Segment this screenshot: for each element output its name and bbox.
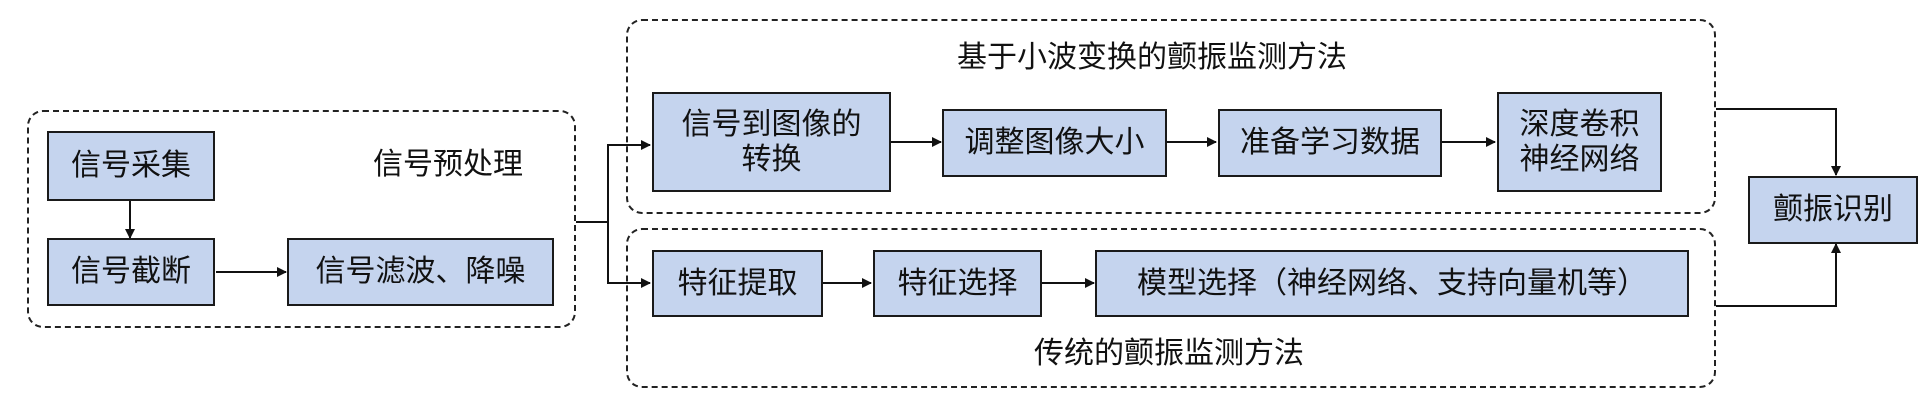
node-signal-acquisition-label: 信号采集: [71, 148, 191, 184]
preprocess-group-title: 信号预处理: [373, 147, 523, 182]
preprocess-group: [27, 110, 576, 328]
node-feature-extraction-label: 特征提取: [677, 265, 798, 301]
node-chatter-recognition: 颤振识别: [1748, 176, 1918, 244]
node-signal-acquisition: 信号采集: [47, 131, 215, 201]
node-signal-filtering-label: 信号滤波、降噪: [315, 254, 526, 290]
node-signal-to-image-line1: 信号到图像的: [681, 106, 862, 142]
wavelet-group-title: 基于小波变换的颤振监测方法: [957, 40, 1347, 75]
node-cnn: 深度卷积 神经网络: [1497, 92, 1662, 192]
node-feature-selection-label: 特征选择: [897, 265, 1018, 301]
node-signal-filtering: 信号滤波、降噪: [287, 238, 554, 306]
node-feature-extraction: 特征提取: [652, 250, 823, 317]
node-chatter-recognition-label: 颤振识别: [1773, 192, 1893, 228]
node-signal-truncation-label: 信号截断: [71, 254, 191, 290]
node-signal-to-image-line2: 转换: [741, 142, 802, 177]
node-model-selection: 模型选择（神经网络、支持向量机等）: [1095, 250, 1689, 317]
wavelet-group: [626, 19, 1716, 214]
node-resize-image: 调整图像大小: [942, 109, 1167, 177]
node-resize-image-label: 调整图像大小: [964, 125, 1145, 161]
node-signal-truncation: 信号截断: [47, 238, 215, 306]
node-cnn-line1: 深度卷积: [1519, 106, 1640, 142]
node-feature-selection: 特征选择: [873, 250, 1042, 317]
traditional-group: [626, 228, 1716, 388]
node-cnn-line2: 神经网络: [1519, 142, 1640, 177]
connector-wavelet-to-recognition: [1716, 108, 1841, 176]
traditional-group-title: 传统的颤振监测方法: [1034, 336, 1304, 371]
connector-preprocess-split: [576, 140, 651, 223]
connector-preprocess-split-lower: [607, 222, 651, 288]
node-signal-to-image: 信号到图像的 转换: [652, 92, 891, 192]
node-prepare-data-label: 准备学习数据: [1240, 125, 1420, 161]
node-model-selection-label: 模型选择（神经网络、支持向量机等）: [1137, 265, 1647, 301]
node-prepare-data: 准备学习数据: [1218, 109, 1442, 177]
connector-traditional-to-recognition: [1716, 243, 1841, 307]
